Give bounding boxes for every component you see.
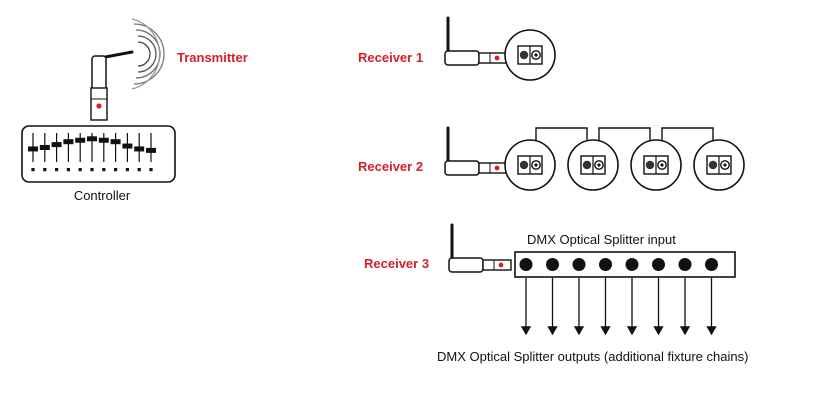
controller-indicator	[137, 168, 141, 172]
receiver2-dongle-icon	[443, 126, 509, 177]
transmitter-icon	[90, 50, 134, 121]
controller-icon	[21, 125, 176, 183]
controller-indicator	[114, 168, 118, 172]
fader	[75, 133, 86, 172]
receiver1-dongle-icon	[443, 16, 509, 67]
splitter-port	[705, 258, 718, 271]
receiver2-fixture-icon	[504, 139, 556, 191]
controller-indicator	[66, 168, 70, 172]
splitter-input-label: DMX Optical Splitter input	[527, 232, 676, 247]
receiver3-group: Receiver 3 DMX Optical Splitter input DM…	[364, 223, 748, 364]
fader	[146, 133, 156, 172]
controller-indicator	[78, 168, 82, 172]
splitter-port	[572, 258, 586, 271]
controller-indicator	[31, 168, 35, 172]
fader	[122, 133, 133, 172]
signal-waves-icon	[131, 18, 165, 90]
fader	[63, 133, 74, 172]
fader	[28, 133, 38, 172]
controller-indicator	[90, 168, 94, 172]
receiver2-label: Receiver 2	[358, 159, 423, 174]
fader	[39, 133, 50, 172]
splitter-outputs-label: DMX Optical Splitter outputs (additional…	[437, 349, 748, 364]
receiver2-fixture-icon	[693, 139, 745, 191]
controller-indicator	[55, 168, 59, 172]
fader	[87, 133, 97, 172]
controller-label: Controller	[74, 188, 131, 203]
controller-indicator	[102, 168, 106, 172]
controller-indicator	[125, 168, 129, 172]
splitter-outputs	[519, 258, 718, 336]
receiver2-fixture-icon	[630, 139, 682, 191]
receiver3-dongle-icon	[447, 223, 513, 274]
receiver3-label: Receiver 3	[364, 256, 429, 271]
splitter-port	[678, 258, 692, 271]
controller-faders	[28, 133, 156, 172]
fader	[110, 133, 121, 172]
transmitter-label: Transmitter	[177, 50, 248, 65]
splitter-port	[546, 258, 559, 271]
receiver1-label: Receiver 1	[358, 50, 423, 65]
receiver2-fixture-chain	[504, 127, 745, 191]
splitter-port	[652, 258, 665, 271]
controller-indicator	[149, 168, 153, 172]
transmitter-group: Transmitter	[90, 18, 248, 121]
receiver1-fixture-icon	[504, 29, 556, 81]
fader	[98, 133, 109, 172]
receiver2-group: Receiver 2	[358, 126, 745, 191]
receiver1-group: Receiver 1	[358, 16, 556, 81]
splitter-port	[625, 258, 639, 271]
controller-group: Controller	[21, 125, 176, 203]
fader	[51, 133, 62, 172]
fader	[134, 133, 145, 172]
receiver2-fixture-icon	[567, 139, 619, 191]
splitter-port	[599, 258, 612, 271]
controller-indicator	[43, 168, 47, 172]
splitter-port	[519, 258, 533, 271]
